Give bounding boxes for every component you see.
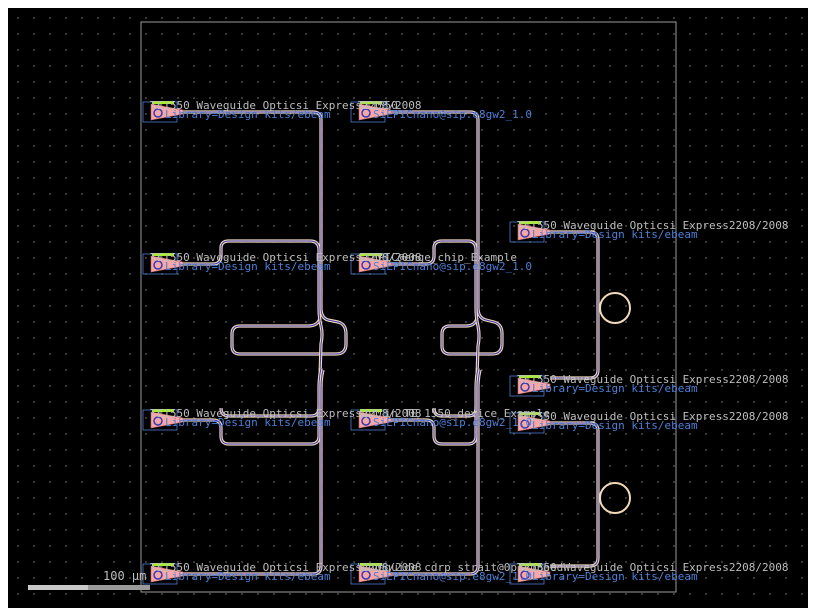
scale-bar-label: 100 µm — [103, 569, 147, 583]
layout-drawing — [28, 21, 677, 593]
grating-coupler-icon — [509, 412, 551, 434]
die-boundary — [140, 21, 677, 593]
waveguide — [391, 110, 504, 356]
grating-coupler-icon — [142, 253, 184, 275]
waveguide-core — [391, 111, 503, 355]
grating-coupler-icon — [350, 253, 392, 275]
waveguide-core — [550, 231, 599, 379]
waveguide — [550, 421, 600, 568]
waveguide-core — [550, 422, 599, 567]
grating-coupler-icon — [142, 409, 184, 431]
waveguide-core — [391, 367, 479, 445]
ring-resonator-icon — [599, 482, 631, 514]
grating-coupler-icon — [509, 375, 551, 397]
waveguide — [391, 239, 481, 418]
waveguide-core — [183, 111, 347, 355]
waveguide-core — [183, 367, 322, 445]
waveguide-core — [183, 240, 323, 417]
grating-coupler-icon — [509, 563, 551, 585]
grating-coupler-group — [142, 101, 551, 585]
waveguide — [391, 369, 482, 576]
waveguide — [183, 110, 348, 356]
waveguide — [183, 367, 323, 446]
waveguide-core — [183, 369, 324, 575]
grating-coupler-icon — [350, 101, 392, 123]
waveguide — [183, 239, 324, 418]
ring-resonator-icon — [599, 292, 631, 324]
grating-coupler-icon — [509, 221, 551, 243]
waveguide — [550, 230, 600, 380]
scale-bar — [28, 585, 150, 590]
grating-coupler-icon — [350, 563, 392, 585]
waveguide — [183, 369, 325, 576]
waveguide-group — [183, 110, 631, 576]
waveguide-core — [391, 369, 481, 575]
grating-coupler-icon — [142, 563, 184, 585]
layout-canvas[interactable]: TE1550 Waveguide Opticsi Express2208/200… — [8, 8, 808, 608]
grating-coupler-icon — [350, 409, 392, 431]
waveguide-core — [391, 240, 480, 417]
grating-coupler-icon — [142, 101, 184, 123]
